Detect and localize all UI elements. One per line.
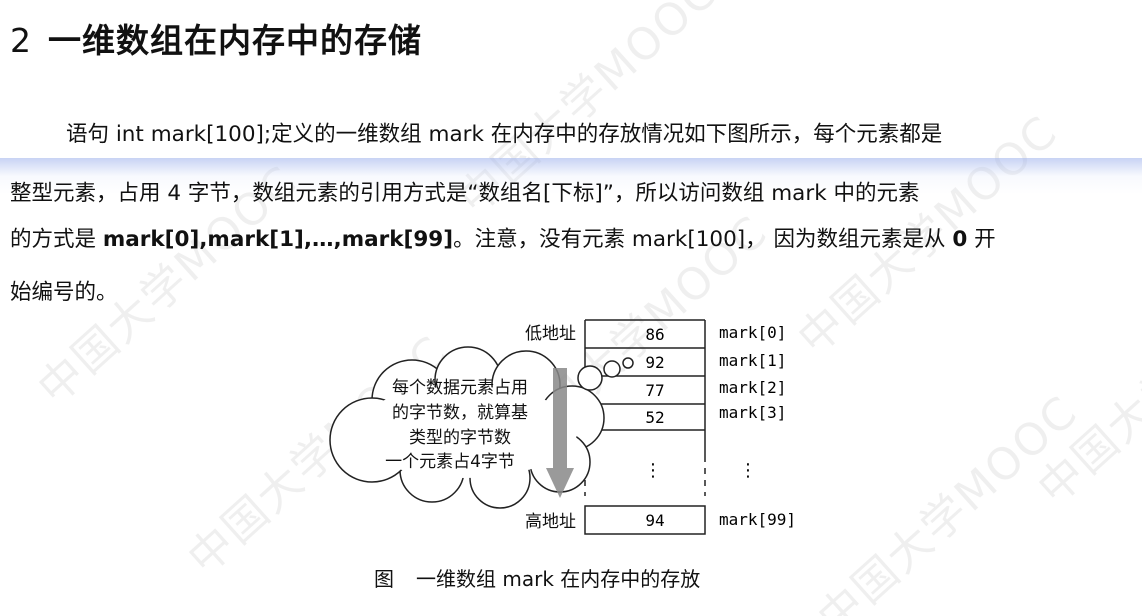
- paragraph-line-2: 整型元素，占用 4 字节，数组元素的引用方式是“数组名[下标]”，所以访问数组 …: [10, 181, 920, 206]
- paragraph-line-3: 的方式是 mark[0],mark[1],…,mark[99]。注意，没有元素 …: [10, 222, 996, 253]
- label-ellipsis: ⋮: [739, 460, 757, 481]
- element-label: mark[1]: [719, 351, 786, 370]
- element-label: mark[2]: [719, 378, 786, 397]
- element-list-bold: mark[0],mark[1],…,mark[99]: [102, 227, 454, 252]
- figure-caption: 图一维数组 mark 在内存中的存放: [374, 563, 700, 592]
- zero-bold: 0: [952, 227, 968, 252]
- bubble-text: 一个元素占4字节: [385, 452, 515, 472]
- text-run: 的方式是: [10, 227, 103, 252]
- text-run: 。注意，没有元素 mark[100]， 因为数组元素是从: [453, 227, 953, 252]
- low-address-label: 低地址: [525, 324, 576, 344]
- cell-value: 52: [645, 408, 664, 427]
- section-title: 一维数组在内存中的存储: [48, 21, 422, 60]
- cell-value: 77: [645, 381, 664, 400]
- element-label: mark[3]: [719, 403, 786, 422]
- paragraph-line-4: 始编号的。: [10, 280, 118, 305]
- section-number: 2: [10, 21, 32, 60]
- bubble-text: 的字节数，就算基: [392, 403, 528, 423]
- section-heading: 2 一维数组在内存中的存储: [10, 14, 422, 62]
- cell-ellipsis: ⋮: [644, 460, 662, 481]
- highlight-band: [0, 158, 1142, 194]
- last-cell-border: [584, 505, 706, 535]
- caption-prefix: 图: [374, 567, 394, 591]
- element-label: mark[99]: [719, 510, 796, 529]
- address-direction-arrow: [546, 368, 574, 498]
- text-run: 开: [967, 227, 996, 252]
- high-address-label: 高地址: [525, 512, 576, 532]
- cell-value: 94: [645, 511, 664, 530]
- cell-value: 92: [645, 353, 664, 372]
- cell-value: 86: [645, 325, 664, 344]
- caption-text: 一维数组 mark 在内存中的存放: [416, 567, 701, 591]
- element-label: mark[0]: [719, 323, 786, 342]
- bubble-text: 类型的字节数: [409, 428, 511, 448]
- bubble-text: 每个数据元素占用: [392, 378, 528, 398]
- paragraph-line-1: 语句 int mark[100];定义的一维数组 mark 在内存中的存放情况如…: [66, 122, 943, 147]
